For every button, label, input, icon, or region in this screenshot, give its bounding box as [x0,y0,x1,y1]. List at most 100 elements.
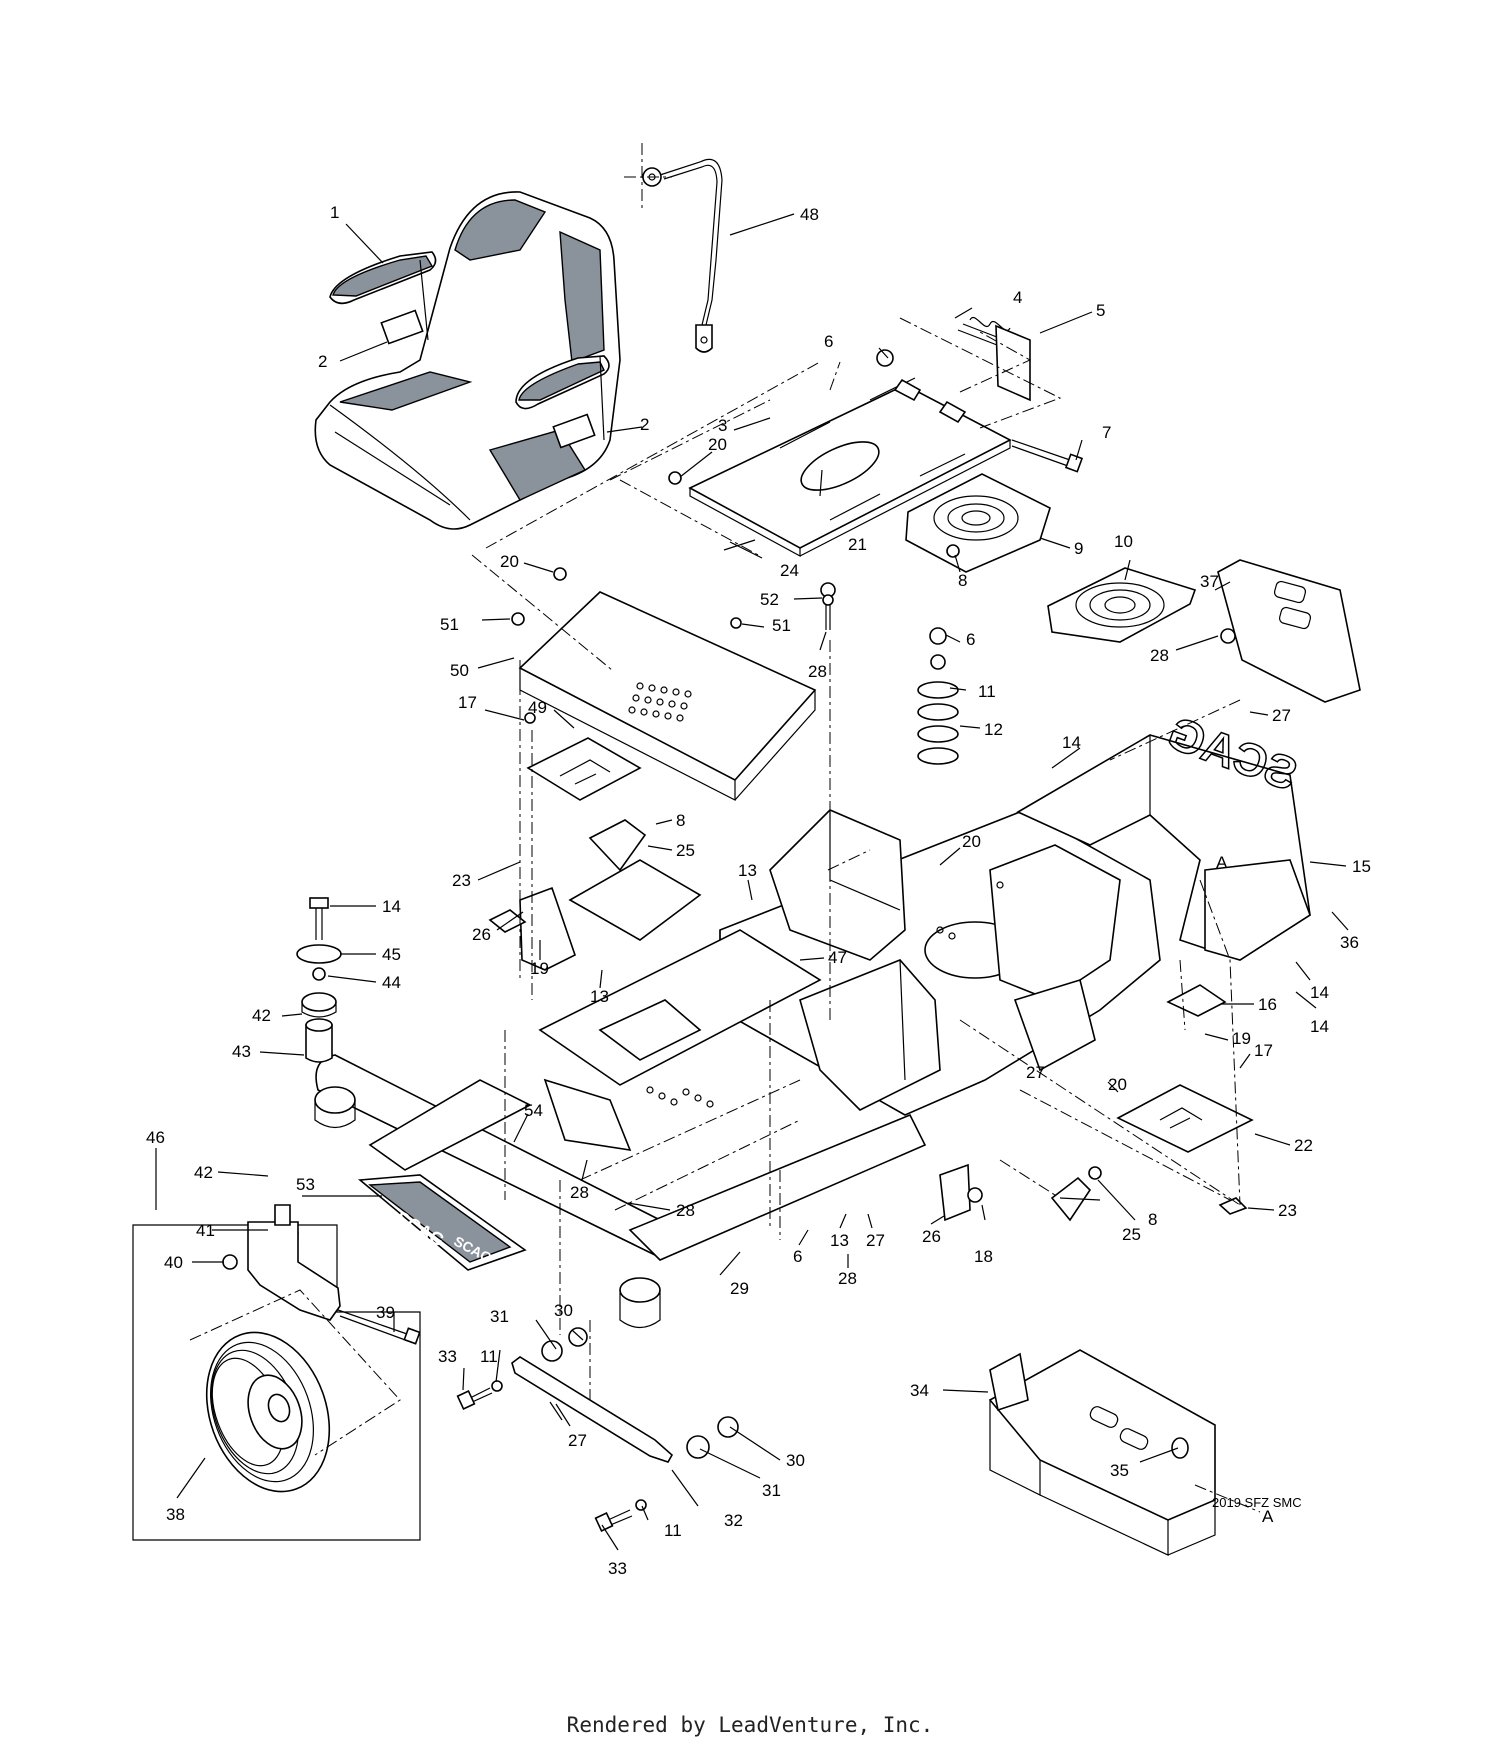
reference-mark-a-cover: A [1262,1507,1274,1526]
callout-30a: 30 [554,1301,573,1320]
callout-20c: 20 [962,832,981,851]
callout-13c: 13 [830,1231,849,1250]
callout-29: 29 [730,1279,749,1298]
callout-21: 21 [848,535,867,554]
caster-assembly-box [132,1204,421,1541]
render-credit: Rendered by LeadVenture, Inc. [566,1713,934,1737]
callout-54: 54 [524,1101,543,1120]
callout-20b: 20 [500,552,519,571]
callout-42a: 42 [252,1006,271,1025]
seat-plate-assembly [553,317,1236,644]
spring [917,627,959,765]
callout-8b: 8 [676,811,685,830]
callout-27a: 27 [1272,706,1291,725]
callout-17b: 17 [1254,1041,1273,1060]
rear-cover [988,1349,1216,1556]
callout-8a: 8 [958,571,967,590]
callout-35: 35 [1110,1461,1129,1480]
front-decal-panel: SCAG [357,1174,527,1271]
leader-lines [155,213,1349,1551]
seat-mount-plate [511,591,817,801]
callout-51b: 51 [772,616,791,635]
callout-40: 40 [164,1253,183,1272]
callout-28c: 28 [570,1183,589,1202]
callout-32: 32 [724,1511,743,1530]
callout-16: 16 [1258,995,1277,1014]
reference-mark-a-guard: A [1216,853,1228,872]
callout-20a: 20 [708,435,727,454]
callout-28d: 28 [676,1201,695,1220]
cable-assembly [624,143,723,353]
callout-1: 1 [330,203,339,222]
callout-27d: 27 [568,1431,587,1450]
caster-wheel [205,1331,331,1493]
callout-45: 45 [382,945,401,964]
callout-23b: 23 [1278,1201,1297,1220]
callout-37: 37 [1200,572,1219,591]
callout-51a: 51 [440,615,459,634]
callout-46: 46 [146,1128,165,1147]
callout-6c: 6 [793,1247,802,1266]
callout-50: 50 [450,661,469,680]
callout-47: 47 [828,948,847,967]
callout-8c: 8 [1148,1210,1157,1229]
callout-28b: 28 [1150,646,1169,665]
callout-28e: 28 [838,1269,857,1288]
callout-24: 24 [780,561,799,580]
callout-26a: 26 [472,925,491,944]
seat-plate-holes [628,682,692,722]
callout-11b: 11 [480,1347,498,1366]
callout-5: 5 [1096,301,1105,320]
callout-18: 18 [974,1247,993,1266]
assembly-lines [189,317,1261,1513]
drawing-code: 2019 SFZ SMC [1212,1495,1302,1510]
callout-15: 15 [1352,857,1371,876]
callout-17a: 17 [458,693,477,712]
left-brackets [296,819,702,1063]
callout-23a: 23 [452,871,471,890]
callout-36: 36 [1340,933,1359,952]
callout-26b: 26 [922,1227,941,1246]
callout-19b: 19 [1232,1029,1251,1048]
callout-2b: 2 [640,415,649,434]
callout-9: 9 [1074,539,1083,558]
callout-53: 53 [296,1175,315,1194]
callout-3: 3 [718,416,727,435]
callout-33a: 33 [438,1347,457,1366]
callout-13a: 13 [738,861,757,880]
callout-14b: 14 [382,897,401,916]
callout-28a: 28 [808,662,827,681]
callout-44: 44 [382,973,401,992]
callout-14d: 14 [1310,1017,1329,1036]
callout-42b: 42 [194,1163,213,1182]
callout-12: 12 [984,720,1003,739]
callout-4: 4 [1013,288,1022,307]
callout-14c: 14 [1310,983,1329,1002]
callout-39: 39 [376,1303,395,1322]
callout-34: 34 [910,1381,929,1400]
callout-6b: 6 [966,630,975,649]
callout-19a: 19 [530,959,549,978]
seat-assembly [314,191,621,530]
linkage-arm [456,1327,739,1532]
callout-27b: 27 [1026,1063,1045,1082]
callout-2a: 2 [318,352,327,371]
callout-41: 41 [196,1221,215,1240]
callout-43: 43 [232,1042,251,1061]
callout-25b: 25 [1122,1225,1141,1244]
callout-6a: 6 [824,332,833,351]
callout-22: 22 [1294,1136,1313,1155]
callout-20d: 20 [1108,1075,1127,1094]
callout-25a: 25 [676,841,695,860]
frame-holes [646,881,1004,1108]
callout-52: 52 [760,590,779,609]
callout-30b: 30 [786,1451,805,1470]
callout-31b: 31 [762,1481,781,1500]
callout-7: 7 [1102,423,1111,442]
callout-13b: 13 [590,987,609,1006]
callout-33b: 33 [608,1559,627,1578]
callout-10: 10 [1114,532,1133,551]
callout-11c: 11 [664,1521,682,1540]
callout-38: 38 [166,1505,185,1524]
